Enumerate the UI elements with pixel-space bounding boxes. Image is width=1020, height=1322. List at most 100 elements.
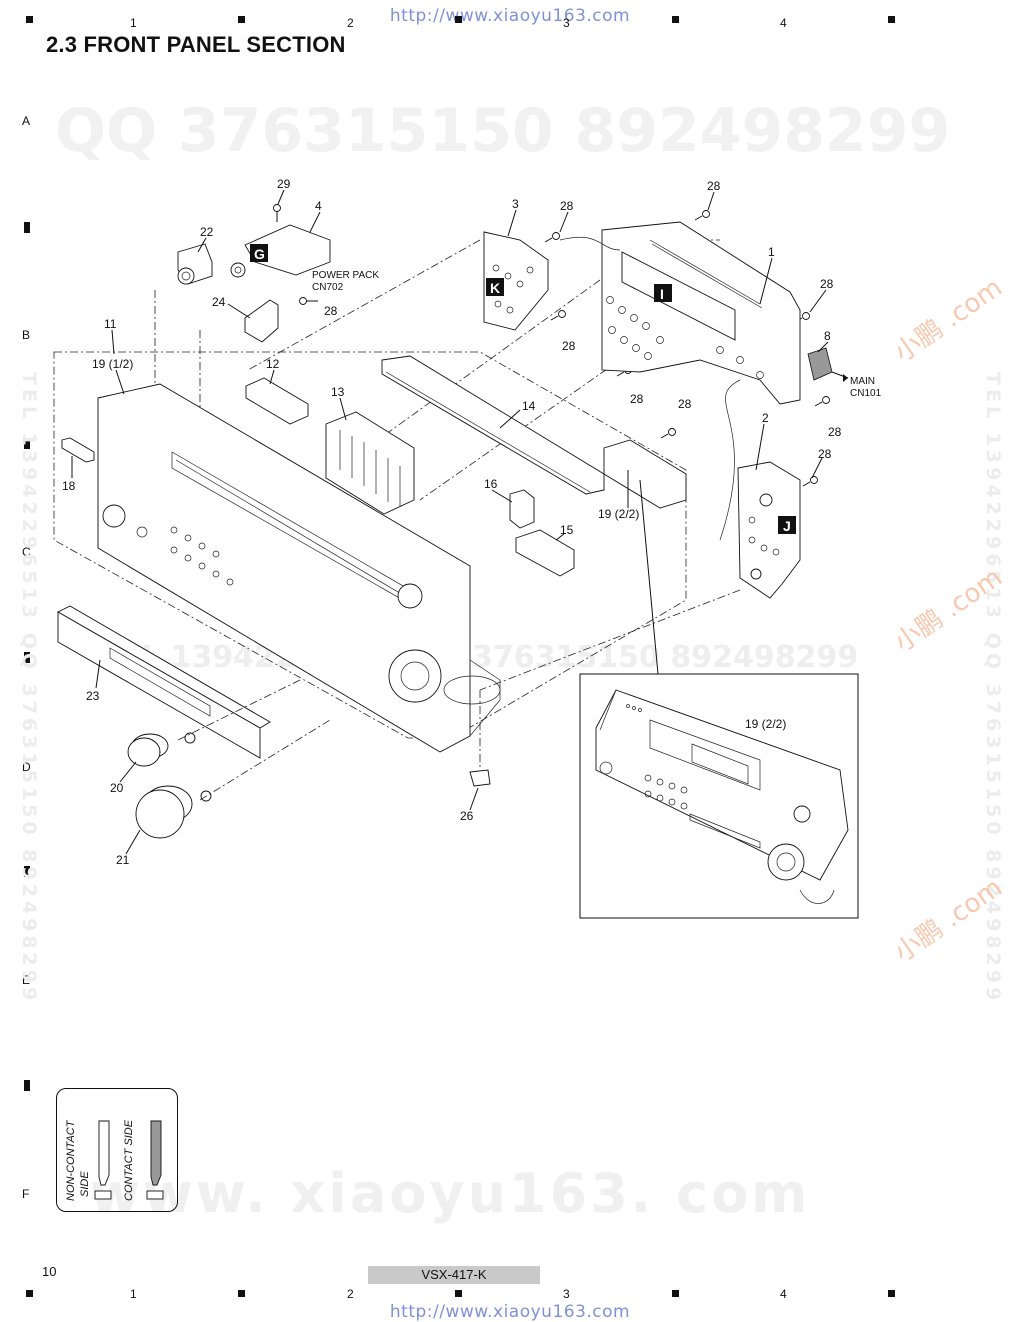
front-panel-chassis <box>97 383 501 753</box>
part-4-board: G <box>230 224 331 278</box>
part-14-strip <box>381 355 605 495</box>
part-18-lever <box>61 437 95 463</box>
part-3-board-k: K <box>483 231 549 331</box>
cable <box>719 379 741 541</box>
callout-28: 28 <box>562 339 576 353</box>
alignment-line <box>349 279 601 461</box>
row-letter-c: C <box>22 545 31 559</box>
part-12-holder <box>245 377 309 425</box>
grid-marker <box>672 1290 679 1297</box>
screw-28 <box>802 476 818 487</box>
column-number-3: 3 <box>563 16 570 30</box>
callout-24: 24 <box>212 295 226 309</box>
part-24-bracket <box>244 299 279 343</box>
part-13-switch-block <box>325 411 415 515</box>
non-contact-label-side: SIDE <box>79 1171 91 1197</box>
part-20-knob <box>127 732 196 767</box>
grid-marker <box>888 16 895 23</box>
column-number-4: 4 <box>780 1287 787 1301</box>
column-number-2: 2 <box>347 16 354 30</box>
part-8-flat-cable <box>807 347 849 382</box>
grid-marker <box>888 1290 895 1297</box>
badge-j: J <box>783 518 791 534</box>
row-marker <box>24 222 30 233</box>
model-number: VSX-417-K <box>368 1266 540 1284</box>
callout-15: 15 <box>560 523 574 537</box>
grid-marker <box>672 16 679 23</box>
power-pack-label: POWER PACK <box>312 270 379 281</box>
callout-28: 28 <box>707 179 721 193</box>
grid-marker <box>26 16 33 23</box>
page-number: 10 <box>42 1264 57 1279</box>
callout-28: 28 <box>828 425 842 439</box>
part-26-spacer <box>469 769 491 787</box>
alignment-line <box>177 679 301 741</box>
part-labels: 29 4 22 24 28 POWER PACK CN702 3 28 28 1… <box>62 177 882 867</box>
grid-marker <box>238 16 245 23</box>
grid-marker <box>455 16 462 23</box>
callout-22: 22 <box>200 225 214 239</box>
column-number-4: 4 <box>780 16 787 30</box>
badge-g: G <box>254 246 265 262</box>
row-letter-f: F <box>22 1187 30 1201</box>
callout-19a: 19 (1/2) <box>92 357 133 371</box>
callout-16: 16 <box>484 477 498 491</box>
callout-28: 28 <box>324 304 338 318</box>
grid-marker <box>455 1290 462 1297</box>
row-letter-d: D <box>22 760 31 774</box>
screw-28 <box>814 396 830 407</box>
alignment-line <box>247 239 481 371</box>
main-connector: CN101 <box>850 388 882 399</box>
grid-marker <box>26 1290 33 1297</box>
power-pack-connector: CN702 <box>312 282 344 293</box>
inset-panel-view <box>595 689 849 904</box>
part-21-knob <box>135 785 212 839</box>
watermark-tel: TEL 13942296513 QQ 376315150 892498299 <box>100 640 859 675</box>
column-number-1: 1 <box>130 16 137 30</box>
alignment-line <box>479 589 741 691</box>
screw-28 <box>550 310 566 321</box>
part-16-holder <box>509 489 535 529</box>
cable <box>559 236 621 251</box>
main-label: MAIN <box>850 376 875 387</box>
part-1-display-board: I <box>601 221 801 405</box>
callout-3: 3 <box>512 197 519 211</box>
assembly-boundary <box>53 351 687 739</box>
callout-26: 26 <box>460 809 474 823</box>
bottom-watermark-url: http://www.xiaoyu163.com <box>389 1302 631 1322</box>
callout-18: 18 <box>62 479 76 493</box>
row-letter-e: E <box>22 973 31 987</box>
callout-21: 21 <box>116 853 130 867</box>
part-23-window <box>57 605 271 759</box>
callout-19c: 19 (2/2) <box>745 717 786 731</box>
part-14-strip-edge <box>385 371 591 493</box>
screw-28 <box>694 210 710 221</box>
grid-marker <box>238 1290 245 1297</box>
screw-29 <box>273 204 281 222</box>
callout-12: 12 <box>266 357 280 371</box>
screw-28 <box>660 428 676 439</box>
badge-k: K <box>490 280 500 296</box>
callout-2: 2 <box>762 411 769 425</box>
callout-23: 23 <box>86 689 100 703</box>
alignment-line <box>199 719 331 801</box>
contact-label: CONTACT SIDE <box>123 1119 135 1201</box>
row-marker <box>24 438 30 449</box>
flat-cable-illustration <box>94 1120 164 1200</box>
callout-28: 28 <box>630 392 644 406</box>
section-title: 2.3 FRONT PANEL SECTION <box>46 32 346 57</box>
callout-28: 28 <box>560 199 574 213</box>
callout-20: 20 <box>110 781 124 795</box>
row-marker <box>24 652 30 663</box>
row-letter-b: B <box>22 328 31 342</box>
callout-19b: 19 (2/2) <box>598 507 639 521</box>
alignment-line <box>419 359 621 501</box>
top-watermark-url: http://www.xiaoyu163.com <box>389 6 631 26</box>
badge-i: I <box>660 286 664 302</box>
leader-lines <box>71 189 829 855</box>
callout-28: 28 <box>678 397 692 411</box>
contact-cable <box>150 1120 162 1186</box>
watermark-qq: QQ 376315150 892498299 <box>55 96 951 166</box>
screw-28 <box>299 297 318 305</box>
row-marker <box>24 1080 30 1091</box>
